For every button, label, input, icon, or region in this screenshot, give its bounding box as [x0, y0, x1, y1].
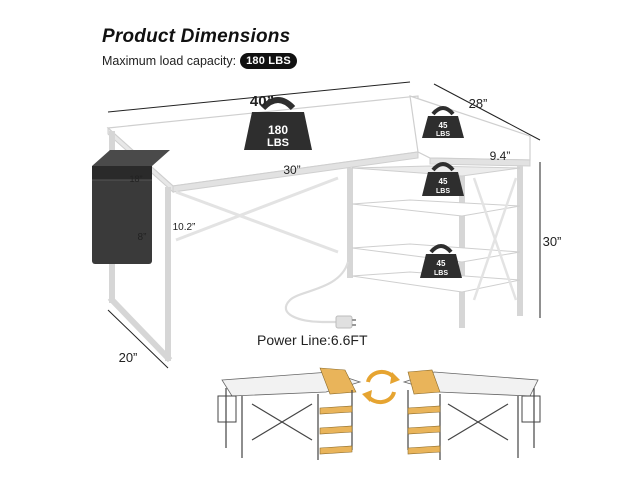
power-cord: [284, 261, 350, 324]
dim-shelf-width: 9.4”: [490, 149, 511, 163]
dim-overall-length: 40”: [250, 93, 274, 110]
shelf-unit: [347, 165, 523, 328]
dim-bag-clearance: 10.2”: [173, 222, 196, 233]
desk-return-edge: [429, 157, 531, 167]
weight-45-low-unit: LBS: [434, 270, 448, 277]
reversible-left-illustration: [217, 367, 362, 460]
dim-depth-right: 28”: [469, 96, 488, 111]
weight-180-unit: LBS: [267, 137, 289, 149]
weight-45-top-icon: [422, 106, 464, 138]
dim-height: 30”: [543, 234, 562, 249]
weight-180-icon: [244, 97, 312, 150]
weight-45-top-value: 45: [439, 121, 448, 130]
load-capacity-badge: 180 LBS: [240, 53, 297, 69]
reversible-right-illustration: [402, 369, 541, 460]
page-title: Product Dimensions: [102, 26, 291, 47]
storage-bag: [92, 150, 170, 264]
shelf-top-plate: [351, 165, 521, 177]
load-capacity-row: Maximum load capacity: 180 LBS: [102, 53, 297, 69]
weight-45-low-value: 45: [437, 259, 446, 268]
desk-top-front: [172, 151, 419, 193]
weight-45-low-icon: [420, 244, 462, 278]
dim-bag-width: 18”: [129, 174, 142, 184]
power-line-label: Power Line:6.6FT: [257, 332, 368, 348]
dim-bag-height: 8”: [138, 232, 147, 243]
weight-45-mid-unit: LBS: [436, 188, 450, 195]
load-capacity-label: Maximum load capacity:: [102, 54, 237, 68]
weight-45-mid-value: 45: [439, 177, 448, 186]
weight-45-top-unit: LBS: [436, 131, 450, 138]
power-plug: [335, 315, 353, 329]
dim-depth-left: 20”: [119, 350, 138, 365]
cross-braces: [175, 176, 339, 254]
shelf-middle: [351, 199, 521, 217]
reversible-arrows-icon: [362, 369, 400, 405]
weight-180-value: 180: [268, 123, 288, 137]
weight-45-mid-icon: [422, 162, 464, 196]
dim-inner-length: 30”: [283, 163, 300, 177]
